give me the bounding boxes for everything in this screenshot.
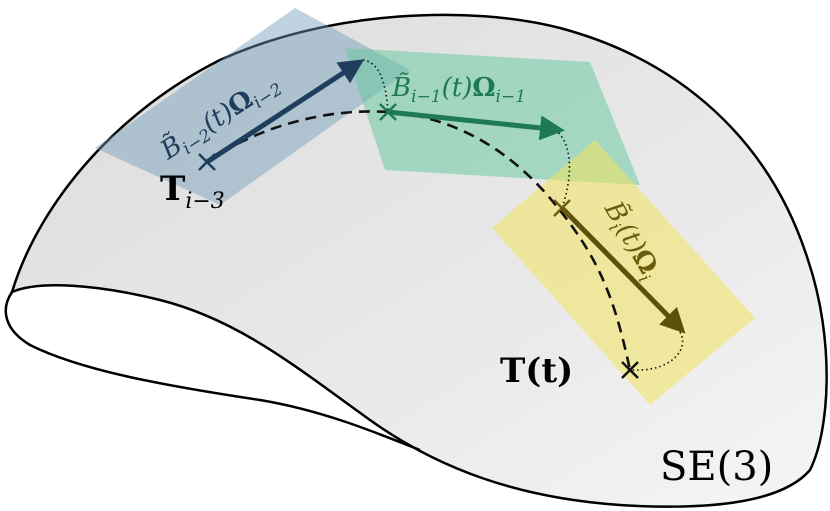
dotted-arc-3 [631,331,684,371]
tangent-vector-blue [205,59,365,165]
dotted-arc-1 [362,59,389,113]
tangent-plane-blue [95,8,410,205]
manifold-surface [10,13,828,508]
tangent-vector-yellow [560,206,686,334]
marker-end [621,361,639,379]
label-end-pose: T(t) [500,351,573,391]
marker-knot-green [379,103,397,121]
label-start-pose: Ti−3 [160,169,225,214]
tangent-plane-green [345,48,640,185]
tangent-vector-green [387,109,565,141]
label-green-segment: B̃i−1(t)Ωi−1 [391,72,526,107]
trajectory-curve [206,110,632,371]
marker-knot-yellow [553,199,571,217]
marker-start [198,153,216,171]
manifold-lip [4,291,421,452]
label-manifold: SE(3) [660,444,773,490]
